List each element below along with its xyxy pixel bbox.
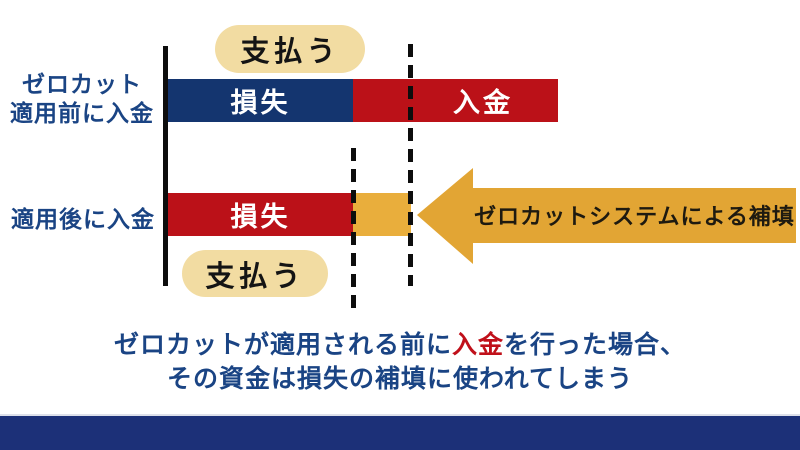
row1-loss-segment: 損失	[168, 79, 353, 122]
row2-compensation-segment	[353, 193, 411, 236]
pay-pill-bottom: 支払う	[182, 250, 328, 297]
dashed-line-right	[408, 44, 413, 286]
compensation-arrow-label: ゼロカットシステムによる補填	[474, 204, 795, 229]
caption-line1-after: を行った場合、	[504, 331, 687, 359]
caption-line1-highlight: 入金	[451, 331, 504, 359]
footer-separator	[0, 414, 800, 416]
label-before-deposit: ゼロカット 適用前に入金	[4, 70, 160, 128]
pay-pill-top: 支払う	[215, 25, 365, 73]
label-after-deposit: 適用後に入金	[11, 206, 155, 232]
footer-bar	[0, 416, 800, 450]
bar-before-zero-cut: 損失 入金	[168, 79, 558, 122]
vertical-axis-line	[163, 46, 168, 286]
caption-line1: ゼロカットが適用される前に入金を行った場合、	[0, 328, 800, 362]
row2-loss-segment: 損失	[168, 193, 353, 236]
dashed-line-left	[351, 148, 356, 308]
caption-line2: その資金は損失の補填に使われてしまう	[166, 365, 633, 393]
row1-deposit-segment: 入金	[353, 79, 558, 122]
compensation-arrow: ゼロカットシステムによる補填	[417, 168, 796, 264]
bar-after-zero-cut: 損失	[168, 193, 411, 236]
label-before-line1: ゼロカット	[22, 71, 142, 97]
label-before-line2: 適用前に入金	[10, 100, 154, 126]
caption-line1-before: ゼロカットが適用される前に	[113, 331, 452, 359]
caption: ゼロカットが適用される前に入金を行った場合、 その資金は損失の補填に使われてしま…	[0, 328, 800, 396]
